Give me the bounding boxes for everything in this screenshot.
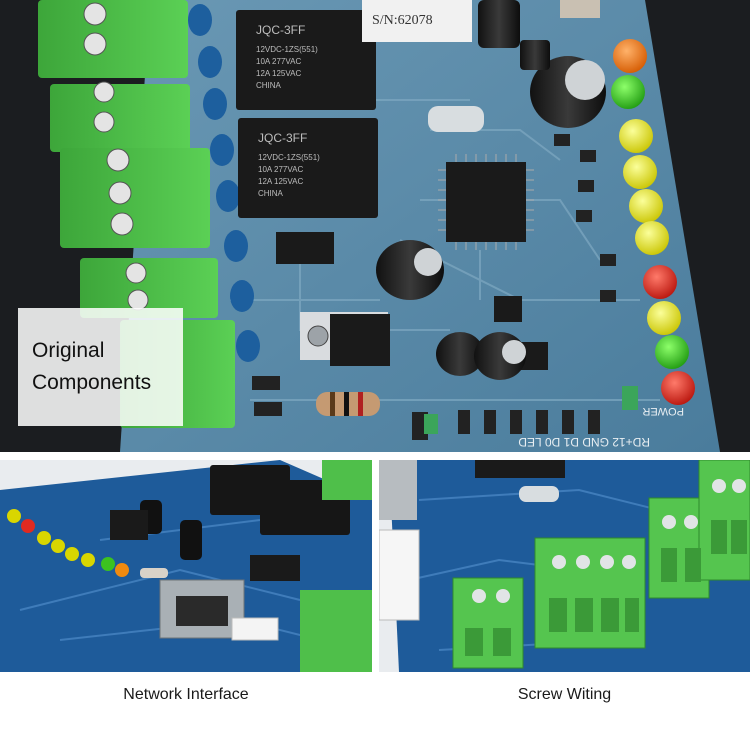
relay2-rating3: 12A 125VAC	[258, 177, 303, 186]
serial-label: S/N:62078	[372, 13, 433, 28]
power-silk-label: POWER	[642, 405, 684, 417]
network-interface-illustration	[0, 460, 372, 672]
relay1-rating2: 10A 277VAC	[256, 57, 301, 66]
pcb-closeup-illustration: JQC-3FF 12VDC-1ZS(551) 10A 277VAC 12A 12…	[38, 0, 720, 452]
relay1-rating3: 12A 125VAC	[256, 69, 301, 78]
hero-photo-original-components: JQC-3FF 12VDC-1ZS(551) 10A 277VAC 12A 12…	[0, 0, 750, 452]
relay2-rating1: 12VDC-1ZS(551)	[258, 153, 320, 162]
relay1-origin: CHINA	[256, 81, 282, 90]
label-line-1: Original	[32, 339, 105, 362]
photo-screw-wiring	[379, 460, 750, 672]
photo-network-interface	[0, 460, 372, 672]
relay1-brand: JQC-3FF	[256, 23, 305, 37]
caption-network-interface: Network Interface	[123, 686, 249, 703]
screw-wiring-illustration	[379, 460, 750, 672]
relay2-origin: CHINA	[258, 189, 284, 198]
original-components-label-box: Original Components	[18, 308, 183, 426]
relay2-brand: JQC-3FF	[258, 131, 307, 145]
caption-screw-wiring: Screw Witing	[517, 686, 612, 703]
relay2-rating2: 10A 277VAC	[258, 165, 303, 174]
relay1-rating1: 12VDC-1ZS(551)	[256, 45, 318, 54]
bottom-silk-label: RD+12 GND D1 D0 LED	[518, 435, 650, 449]
label-line-2: Components	[32, 371, 152, 394]
